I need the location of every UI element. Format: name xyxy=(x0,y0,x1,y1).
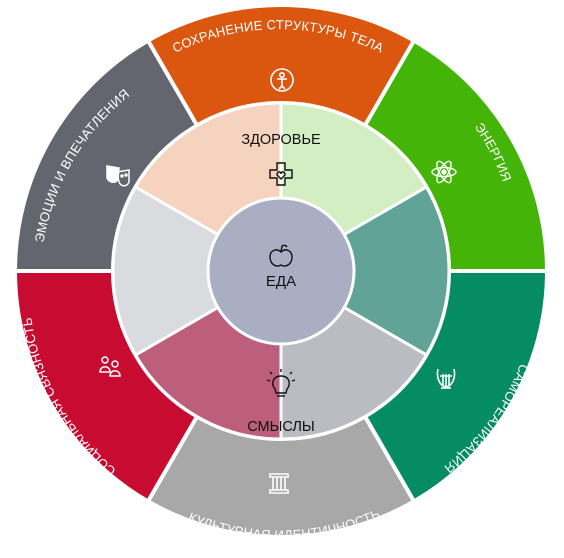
label-meanings: СМЫСЛЫ xyxy=(247,419,315,435)
body-icon xyxy=(270,68,294,92)
people-icon xyxy=(99,356,121,377)
center-circle xyxy=(206,196,356,346)
lyre-icon xyxy=(436,368,456,389)
lightbulb-icon xyxy=(266,369,296,397)
center-label: ЕДА xyxy=(266,273,296,290)
theater-masks-icon xyxy=(106,165,130,187)
column-icon xyxy=(269,473,289,494)
apple-icon xyxy=(269,244,293,267)
atom-icon xyxy=(431,160,457,184)
label-health: ЗДОРОВЬЕ xyxy=(241,132,321,148)
medical-cross-icon xyxy=(269,162,293,186)
